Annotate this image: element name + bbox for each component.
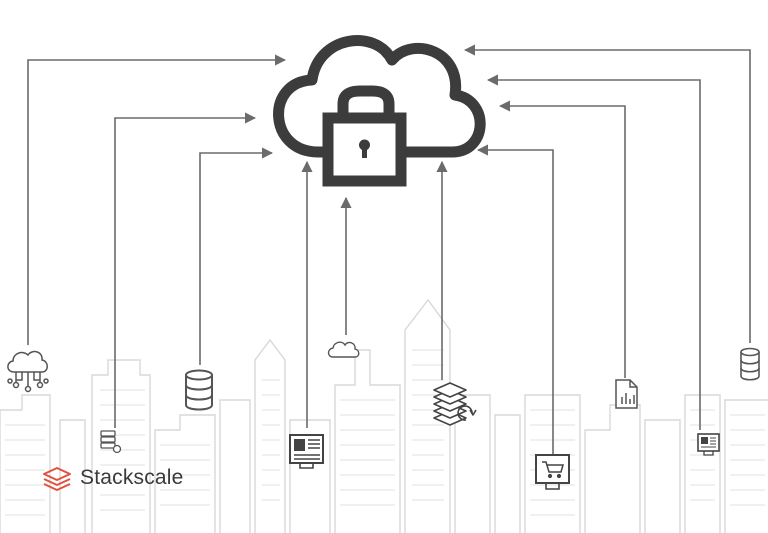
arrow-shopping-cart [476,144,554,455]
arrow-server-stack [114,112,257,428]
arrow-database-left [199,147,274,365]
shopping-cart-icon [535,454,570,490]
brand-name: Stackscale [80,466,184,489]
brand-logo: Stackscale [42,465,184,491]
layered-backup-icon [433,382,477,426]
arrow-web-page-right [486,74,701,430]
report-document-icon [615,379,638,409]
web-page-icon [289,434,324,469]
database-icon [740,347,760,381]
server-stack-icon [100,430,122,454]
web-page-icon [697,433,720,456]
connector-arrows [27,44,751,455]
arrow-network-cloud [27,54,287,345]
cloud-lock-icon [273,35,486,187]
network-cloud-icon [7,350,49,393]
database-icon [185,369,213,411]
arrow-database-right [463,44,751,343]
stackscale-logo-icon [43,467,71,491]
small-cloud-icon [327,341,360,358]
arrow-report-document [498,100,626,378]
